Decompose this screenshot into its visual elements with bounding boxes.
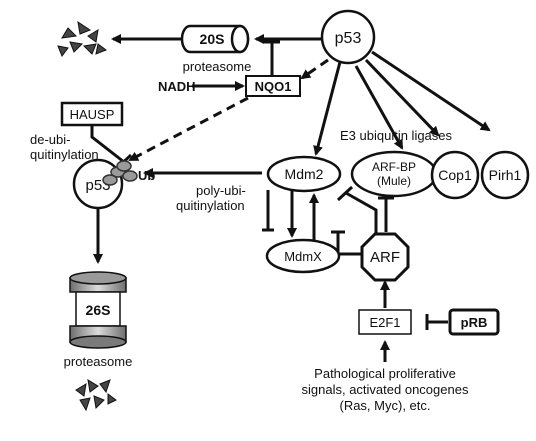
arf-label: ARF xyxy=(370,249,400,266)
hausp-label: HAUSP xyxy=(70,107,115,122)
e2f1-label: E2F1 xyxy=(369,315,400,330)
signals-label-2: signals, activated oncogenes xyxy=(302,382,469,397)
arfbp-label-1: ARF-BP xyxy=(372,160,416,174)
mdmx-label: MdmX xyxy=(284,249,322,264)
ubiquitin-chain-icon xyxy=(102,160,138,186)
p53-left-node[interactable]: p53 xyxy=(72,158,124,210)
edge-p53-to-arfbp xyxy=(354,65,404,150)
arfbp-node[interactable]: ARF-BP (Mule) xyxy=(350,150,438,198)
edge-p53-to-pirh1 xyxy=(371,50,491,132)
peptide-fragments-bottom-icon xyxy=(75,379,117,412)
edge-arf-inhibits-mdmx xyxy=(336,232,364,256)
peptide-fragments-top-icon xyxy=(57,20,108,58)
e3-ligases-title: E3 ubiquitin ligases xyxy=(340,128,453,143)
pirh1-label: Pirh1 xyxy=(489,167,522,183)
signals-label-3: (Ras, Myc), etc. xyxy=(339,398,430,413)
edge-p53-to-mdm2 xyxy=(313,61,342,156)
edge-p53-to-nqo1-dashed xyxy=(300,58,329,80)
edge-p53-to-cop1 xyxy=(364,58,440,137)
p53-top-node[interactable]: p53 xyxy=(320,9,376,65)
proteasome-20s-cylinder[interactable]: 20S xyxy=(180,24,250,54)
nqo1-node[interactable]: NQO1 xyxy=(245,75,301,97)
polyubiquitinylation-label-1: poly-ubi- xyxy=(196,183,246,198)
prb-node[interactable]: pRB xyxy=(448,308,500,336)
arfbp-label-2: (Mule) xyxy=(377,174,411,188)
ub-label: Ub xyxy=(138,168,155,183)
polyubiquitinylation-label-2: quitinylation xyxy=(176,198,245,213)
prb-label: pRB xyxy=(461,315,488,330)
pirh1-node[interactable]: Pirh1 xyxy=(480,150,530,200)
e2f1-node[interactable]: E2F1 xyxy=(358,309,412,335)
signals-label-1: Pathological proliferative xyxy=(314,366,456,381)
cop1-node[interactable]: Cop1 xyxy=(430,150,480,200)
mdm2-label: Mdm2 xyxy=(285,166,324,182)
deubiquitinylation-label-1: de-ubi- xyxy=(30,132,70,147)
mdmx-node[interactable]: MdmX xyxy=(265,238,341,274)
edge-arf-inhibits-mdm2 xyxy=(345,191,378,236)
proteasome-20s-caption: proteasome xyxy=(183,59,252,74)
p53-top-label: p53 xyxy=(335,30,362,47)
proteasome-26s-label: 26S xyxy=(86,302,111,318)
edges xyxy=(90,34,491,362)
nadh-label: NADH xyxy=(158,79,196,94)
proteasome-26s-cylinder[interactable]: 26S xyxy=(69,271,127,349)
mdm2-node[interactable]: Mdm2 xyxy=(266,155,342,193)
nqo1-label: NQO1 xyxy=(255,79,292,94)
edge-hausp-inhibits-ub xyxy=(90,125,125,164)
deubiquitinylation-label-2: quitinylation xyxy=(30,147,99,162)
cop1-label: Cop1 xyxy=(438,167,472,183)
hausp-node[interactable]: HAUSP xyxy=(60,101,124,127)
proteasome-20s-label: 20S xyxy=(200,31,225,47)
proteasome-26s-caption: proteasome xyxy=(64,354,133,369)
edge-nqo1-to-ub-dashed xyxy=(128,96,249,162)
arf-node[interactable]: ARF xyxy=(360,232,410,282)
